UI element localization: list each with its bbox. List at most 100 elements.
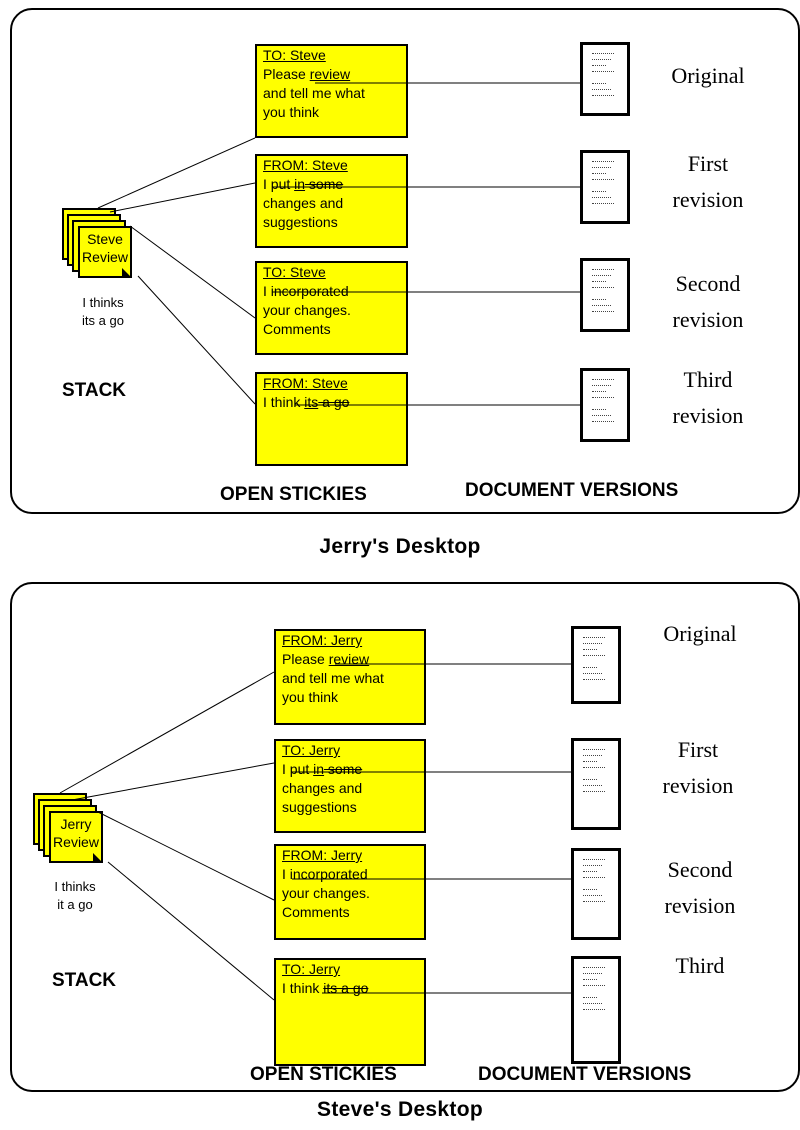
stack-card-subtitle: Review (53, 834, 99, 850)
steves-desktop-caption: Steve's Desktop (317, 1098, 483, 1121)
document-text-line (592, 95, 614, 96)
sticky-line: and tell me what (282, 670, 384, 686)
stack-card-front: Steve Review (78, 226, 132, 278)
document-text-line (592, 197, 611, 198)
document-text-line (583, 767, 605, 768)
sticky-header: FROM: Steve (263, 157, 348, 173)
document-text-line (592, 89, 611, 90)
document-text-line (583, 865, 602, 866)
sticky-line: and tell me what (263, 85, 365, 101)
document-version-label: Third (675, 953, 725, 978)
document-text-line (592, 287, 614, 288)
sticky-line: you think (263, 104, 320, 120)
sticky-line: Please review (263, 66, 351, 82)
document-text-line (583, 673, 602, 674)
page-fold-icon (122, 268, 132, 278)
sticky-line: suggestions (282, 799, 357, 815)
page-fold-icon (93, 853, 103, 863)
document-text-line (592, 281, 606, 282)
document-version-label: Original (663, 621, 737, 646)
stack-label: STACK (52, 970, 117, 991)
sticky-note[interactable]: TO: Jerry I put in some changes and sugg… (274, 739, 426, 833)
stack-card-front: Jerry Review (49, 811, 103, 863)
document-text-line (592, 173, 606, 174)
document-text-line (583, 859, 605, 860)
document-text-line (583, 785, 602, 786)
sticky-line: your changes. (263, 302, 351, 318)
document-text-line (583, 643, 602, 644)
document-text-line (583, 749, 605, 750)
document-icon[interactable] (571, 626, 621, 704)
document-text-line (592, 191, 606, 192)
document-text-line (592, 65, 606, 66)
sticky-header: FROM: Jerry (282, 847, 363, 863)
document-text-line (583, 761, 597, 762)
sticky-note[interactable]: FROM: Steve I think its a go (255, 372, 408, 466)
document-text-line (583, 889, 597, 890)
sticky-note[interactable]: FROM: Jerry I incorporated your changes.… (274, 844, 426, 940)
document-icon[interactable] (580, 150, 630, 224)
document-text-line (592, 409, 606, 410)
document-text-line (592, 385, 611, 386)
document-icon[interactable] (571, 956, 621, 1064)
document-text-line (583, 877, 605, 878)
sticky-note[interactable]: TO: Steve I incorporated your changes. C… (255, 261, 408, 355)
sticky-line: suggestions (263, 214, 338, 230)
document-icon[interactable] (580, 42, 630, 116)
sticky-header: FROM: Jerry (282, 632, 363, 648)
document-text-line (592, 71, 614, 72)
sticky-stack[interactable]: Jerry Review (33, 793, 103, 863)
document-text-line (592, 53, 614, 54)
sticky-note[interactable]: TO: Jerry I think its a go (274, 958, 426, 1066)
stack-note: I thinks its a go (68, 294, 138, 330)
document-text-line (592, 179, 614, 180)
sticky-note[interactable]: FROM: Steve I put in some changes and su… (255, 154, 408, 248)
document-versions-label: DOCUMENT VERSIONS (478, 1064, 692, 1085)
document-text-line (583, 895, 602, 896)
document-text-line (583, 979, 597, 980)
open-stickies-label: OPEN STICKIES (220, 484, 367, 505)
sticky-line: I think its a go (263, 394, 350, 410)
sticky-header: TO: Steve (263, 47, 326, 63)
document-text-line (583, 1003, 602, 1004)
document-text-line (583, 649, 597, 650)
document-text-line (583, 871, 597, 872)
document-text-line (583, 901, 605, 902)
open-stickies-label: OPEN STICKIES (250, 1064, 397, 1085)
sticky-stack[interactable]: Steve Review (62, 208, 132, 278)
stack-note-line: I thinks (82, 295, 124, 310)
document-icon[interactable] (580, 368, 630, 442)
document-icon[interactable] (571, 848, 621, 940)
sticky-line: I think its a go (282, 980, 369, 996)
sticky-header: TO: Jerry (282, 742, 341, 758)
document-text-line (592, 379, 614, 380)
document-text-line (592, 203, 614, 204)
stack-card-subtitle: Review (82, 249, 128, 265)
document-text-line (592, 161, 614, 162)
document-text-line (592, 59, 611, 60)
sticky-note[interactable]: FROM: Jerry Please review and tell me wh… (274, 629, 426, 725)
document-text-line (592, 269, 614, 270)
stack-card-title: Steve (87, 231, 123, 247)
document-text-line (592, 311, 614, 312)
document-text-line (583, 985, 605, 986)
stack-card-title: Jerry (60, 816, 92, 832)
document-text-line (592, 305, 611, 306)
stack-note: I thinks it a go (40, 878, 110, 914)
document-text-line (583, 755, 602, 756)
document-text-line (592, 415, 611, 416)
document-icon[interactable] (580, 258, 630, 332)
sticky-line: I incorporated (263, 283, 349, 299)
sticky-line: you think (282, 689, 339, 705)
sticky-line: I put in some (282, 761, 363, 777)
sticky-note[interactable]: TO: Steve Please review and tell me what… (255, 44, 408, 138)
document-version-label: Original (671, 63, 745, 88)
document-text-line (583, 637, 605, 638)
stack-note-line: its a go (82, 313, 124, 328)
document-text-line (592, 275, 611, 276)
sticky-line: Comments (282, 904, 350, 920)
document-icon[interactable] (571, 738, 621, 830)
